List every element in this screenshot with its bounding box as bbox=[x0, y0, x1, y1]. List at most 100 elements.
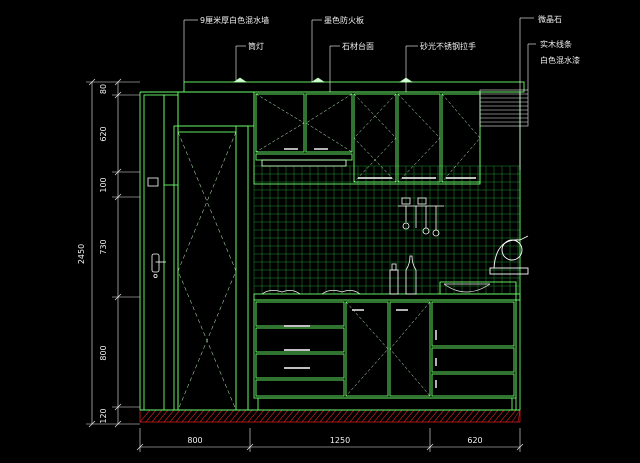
floor-hatch-line bbox=[427, 409, 439, 423]
floor-hatch-line bbox=[487, 409, 499, 423]
floor-hatch-line bbox=[349, 409, 361, 423]
floor-hatch-line bbox=[331, 409, 343, 423]
floor-hatch-line bbox=[403, 409, 415, 423]
floor-hatch-line bbox=[469, 409, 481, 423]
upper-cabinet-handles bbox=[284, 148, 476, 179]
annotation-handle: 砂光不锈钢拉手 bbox=[420, 41, 476, 51]
floor-hatch-line bbox=[379, 409, 391, 423]
floor-hatch-line bbox=[313, 409, 325, 423]
dim-v-total: 2450 bbox=[77, 244, 86, 264]
vertical-dimension-chain bbox=[86, 78, 140, 428]
floor-hatch-line bbox=[211, 409, 223, 423]
floor-hatch-line bbox=[139, 409, 151, 423]
floor-hatch-line bbox=[157, 409, 169, 423]
wood-slat-panel bbox=[479, 89, 529, 127]
floor-hatch-line bbox=[493, 409, 505, 423]
dim-v-80: 80 bbox=[99, 84, 108, 94]
dim-v-730: 730 bbox=[99, 239, 108, 254]
floor-hatch-line bbox=[253, 409, 265, 423]
annotation-white-paint: 白色混水漆 bbox=[540, 55, 580, 65]
floor-hatch-line bbox=[367, 409, 379, 423]
floor-hatch-line bbox=[451, 409, 463, 423]
floor-hatch-line bbox=[169, 409, 181, 423]
floor-hatch-line bbox=[205, 409, 217, 423]
floor-hatch-line bbox=[199, 409, 211, 423]
utensil-rail-icon bbox=[398, 197, 444, 237]
annotation-tube-light: 筒灯 bbox=[248, 41, 264, 51]
floor-hatch-line bbox=[433, 409, 445, 423]
floor-hatch-line bbox=[163, 409, 175, 423]
floor-hatch-line bbox=[373, 409, 385, 423]
floor-hatch-line bbox=[271, 409, 283, 423]
floor-hatch-line bbox=[223, 409, 235, 423]
floor-hatch bbox=[139, 409, 521, 423]
sink-icon bbox=[443, 283, 491, 293]
cooktop-icon bbox=[261, 290, 361, 295]
bottles-icon bbox=[389, 255, 417, 295]
dim-h-1250: 1250 bbox=[330, 436, 350, 445]
dim-v-620: 620 bbox=[99, 126, 108, 141]
floor-hatch-line bbox=[421, 409, 433, 423]
floor-hatch-line bbox=[229, 409, 241, 423]
annotation-wall: 9厘米厚白色混水墙 bbox=[200, 15, 269, 25]
floor-hatch-line bbox=[265, 409, 277, 423]
floor-hatch-line bbox=[505, 409, 517, 423]
floor-hatch-line bbox=[259, 409, 271, 423]
floor-hatch-line bbox=[343, 409, 355, 423]
door-handle-icon bbox=[147, 177, 166, 278]
floor-hatch-line bbox=[181, 409, 193, 423]
annotation-wood-trim: 实木线条 bbox=[540, 39, 572, 49]
floor-hatch-line bbox=[193, 409, 205, 423]
horizontal-dimension-chain bbox=[136, 428, 524, 452]
floor-hatch-line bbox=[511, 409, 521, 423]
floor-hatch-line bbox=[145, 409, 157, 423]
floor-hatch-line bbox=[289, 409, 301, 423]
door bbox=[177, 125, 249, 411]
floor-hatch-line bbox=[397, 409, 409, 423]
dim-v-800: 800 bbox=[99, 345, 108, 360]
floor-hatch-line bbox=[457, 409, 469, 423]
dim-h-800: 800 bbox=[187, 436, 202, 445]
floor-hatch-line bbox=[463, 409, 475, 423]
floor-hatch-line bbox=[517, 409, 521, 423]
annotation-leaders bbox=[183, 17, 536, 170]
floor-hatch-line bbox=[481, 409, 493, 423]
floor-hatch-line bbox=[295, 409, 307, 423]
dim-v-120: 120 bbox=[99, 408, 108, 423]
floor-hatch-line bbox=[319, 409, 331, 423]
floor-hatch-line bbox=[337, 409, 349, 423]
floor-hatch-line bbox=[361, 409, 373, 423]
tube-light-icons bbox=[233, 77, 413, 83]
backsplash-tile-grid bbox=[253, 165, 520, 295]
dim-v-100: 100 bbox=[99, 177, 108, 192]
floor-hatch-line bbox=[409, 409, 421, 423]
floor-hatch-line bbox=[301, 409, 313, 423]
annotation-microcrystal: 微晶石 bbox=[538, 14, 562, 24]
floor-hatch-line bbox=[355, 409, 367, 423]
annotation-range-hood: 墨色防火板 bbox=[324, 15, 364, 25]
floor-hatch-line bbox=[187, 409, 199, 423]
base-cabinets bbox=[253, 299, 517, 411]
base-cabinet-door-diagonals bbox=[345, 301, 431, 397]
floor-hatch-line bbox=[247, 409, 259, 423]
floor-hatch-line bbox=[385, 409, 397, 423]
floor-hatch-line bbox=[217, 409, 229, 423]
floor-hatch-line bbox=[307, 409, 319, 423]
upper-cabinet-door-diagonals bbox=[255, 93, 481, 183]
floor-hatch-line bbox=[283, 409, 295, 423]
floor-hatch-line bbox=[439, 409, 451, 423]
floor-hatch-line bbox=[499, 409, 511, 423]
floor-hatch-line bbox=[445, 409, 457, 423]
floor-hatch-line bbox=[475, 409, 487, 423]
floor-hatch-line bbox=[391, 409, 403, 423]
dim-h-620: 620 bbox=[467, 436, 482, 445]
annotation-countertop: 石材台面 bbox=[342, 41, 374, 51]
base-cabinet-handles bbox=[284, 309, 437, 388]
floor-hatch-line bbox=[325, 409, 337, 423]
floor-hatch-line bbox=[277, 409, 289, 423]
faucet-icon bbox=[489, 235, 529, 275]
floor-hatch-line bbox=[151, 409, 163, 423]
floor-hatch-line bbox=[235, 409, 247, 423]
